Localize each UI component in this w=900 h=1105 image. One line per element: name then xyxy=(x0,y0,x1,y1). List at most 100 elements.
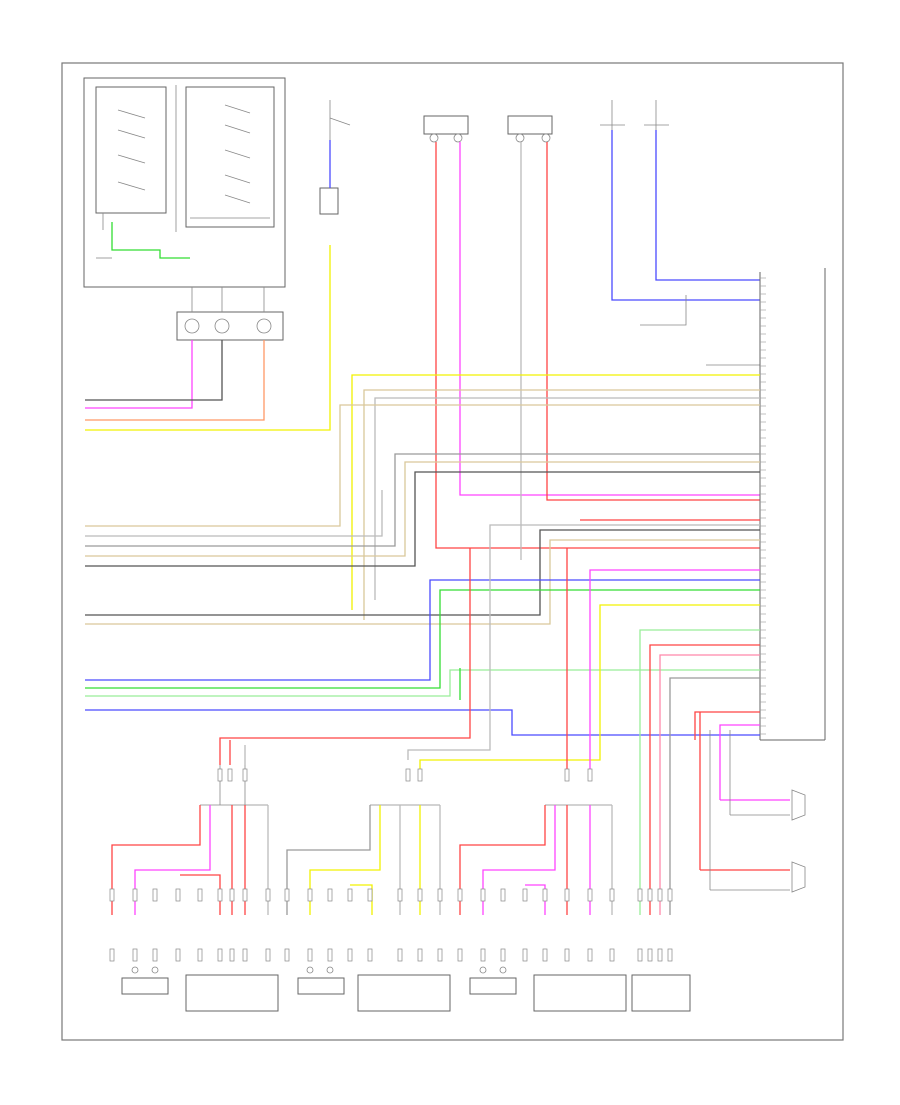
connector-pin xyxy=(457,948,463,962)
wire-blue-bus-2 xyxy=(85,709,760,736)
connector-pin xyxy=(542,888,548,902)
wire-red-speaker-right xyxy=(694,711,760,740)
connector-pin xyxy=(542,948,548,962)
connector-pin xyxy=(647,948,653,962)
component-box-1 xyxy=(185,974,279,1012)
connector-pin xyxy=(657,948,663,962)
connector-pin xyxy=(564,888,570,902)
wire-blue-top-2 xyxy=(655,130,760,281)
connector-pin xyxy=(587,768,593,782)
connector-pin xyxy=(217,768,223,782)
wire-black-switch xyxy=(85,340,223,401)
wire-green-bus-1 xyxy=(85,589,760,689)
speaker-front-left xyxy=(297,966,345,995)
connector-pin xyxy=(500,888,506,902)
module-pin-ticks xyxy=(760,277,766,735)
connector-pin xyxy=(417,888,423,902)
connector-pin xyxy=(284,948,290,962)
connector-pin xyxy=(307,888,313,902)
connector-pin xyxy=(667,888,673,902)
connector-pin xyxy=(152,888,158,902)
wire-red-module-b xyxy=(546,142,760,501)
connector-pin xyxy=(175,948,181,962)
connector-pin xyxy=(152,948,158,962)
connector-pin xyxy=(405,768,411,782)
connector-pin xyxy=(647,888,653,902)
connector-pin xyxy=(242,768,248,782)
connector-pin xyxy=(265,948,271,962)
connector-pin xyxy=(307,948,313,962)
connector-pin xyxy=(657,888,663,902)
connector-pin xyxy=(227,768,233,782)
switch-connectors xyxy=(176,287,284,341)
splice-group-1 xyxy=(200,765,268,806)
connector-pin xyxy=(132,888,138,902)
connector-pin xyxy=(367,888,373,902)
connector-pin xyxy=(197,888,203,902)
connector-pin xyxy=(217,948,223,962)
main-control-module xyxy=(759,268,826,741)
fuse-top xyxy=(319,100,351,215)
component-box-3 xyxy=(533,974,627,1012)
connector-pin xyxy=(242,948,248,962)
connector-pin xyxy=(197,948,203,962)
module-a xyxy=(423,115,469,143)
connector-pin xyxy=(457,888,463,902)
wire-blue-top-1 xyxy=(611,130,760,301)
connector-pin xyxy=(347,948,353,962)
connector-pin xyxy=(667,948,673,962)
connector-pin xyxy=(587,888,593,902)
connector-pin xyxy=(265,888,271,902)
connector-pin xyxy=(109,948,115,962)
connector-pin xyxy=(437,888,443,902)
connector-pin xyxy=(242,888,248,902)
connector-pin xyxy=(217,888,223,902)
wire-pink-module-a xyxy=(459,142,760,496)
speaker-rear-left xyxy=(469,966,517,995)
connector-pin xyxy=(109,888,115,902)
connector-pin xyxy=(397,948,403,962)
connector-pin xyxy=(522,948,528,962)
combination-switch xyxy=(83,77,286,288)
connector-pin xyxy=(229,888,235,902)
connector-pin xyxy=(284,888,290,902)
connector-pin xyxy=(637,888,643,902)
wire-blue-bus-1 xyxy=(85,579,760,681)
component-box-2 xyxy=(357,974,451,1012)
connector-pin xyxy=(500,948,506,962)
connector-pin xyxy=(437,948,443,962)
connector-pin xyxy=(367,948,373,962)
connector-pin xyxy=(175,888,181,902)
wire-yellow-switch xyxy=(85,245,331,431)
top-right-switches xyxy=(600,100,669,130)
right-side-speakers xyxy=(791,789,806,893)
connector-pin xyxy=(480,888,486,902)
connector-pin xyxy=(397,888,403,902)
wire-red-module-a xyxy=(435,142,760,549)
module-b xyxy=(507,115,553,143)
connector-pin xyxy=(417,948,423,962)
connector-pin xyxy=(347,888,353,902)
connector-pin xyxy=(417,768,423,782)
wire-green-switch xyxy=(111,222,190,259)
speaker-front-right xyxy=(121,966,169,995)
wire-orange-switch xyxy=(85,340,265,421)
connector-pin xyxy=(637,948,643,962)
connector-pin xyxy=(132,948,138,962)
connector-pin xyxy=(327,888,333,902)
diagram-frame xyxy=(61,62,844,1041)
connector-pin xyxy=(480,948,486,962)
connector-pin xyxy=(564,948,570,962)
component-box-4 xyxy=(631,974,691,1012)
wire-pink-switch xyxy=(85,340,193,409)
connector-pin xyxy=(587,948,593,962)
connector-pin xyxy=(564,768,570,782)
connector-pins xyxy=(109,768,673,962)
connector-pin xyxy=(229,948,235,962)
wire-yellow-bus xyxy=(351,374,760,610)
connector-pin xyxy=(609,888,615,902)
connector-pin xyxy=(522,888,528,902)
connector-pin xyxy=(609,948,615,962)
